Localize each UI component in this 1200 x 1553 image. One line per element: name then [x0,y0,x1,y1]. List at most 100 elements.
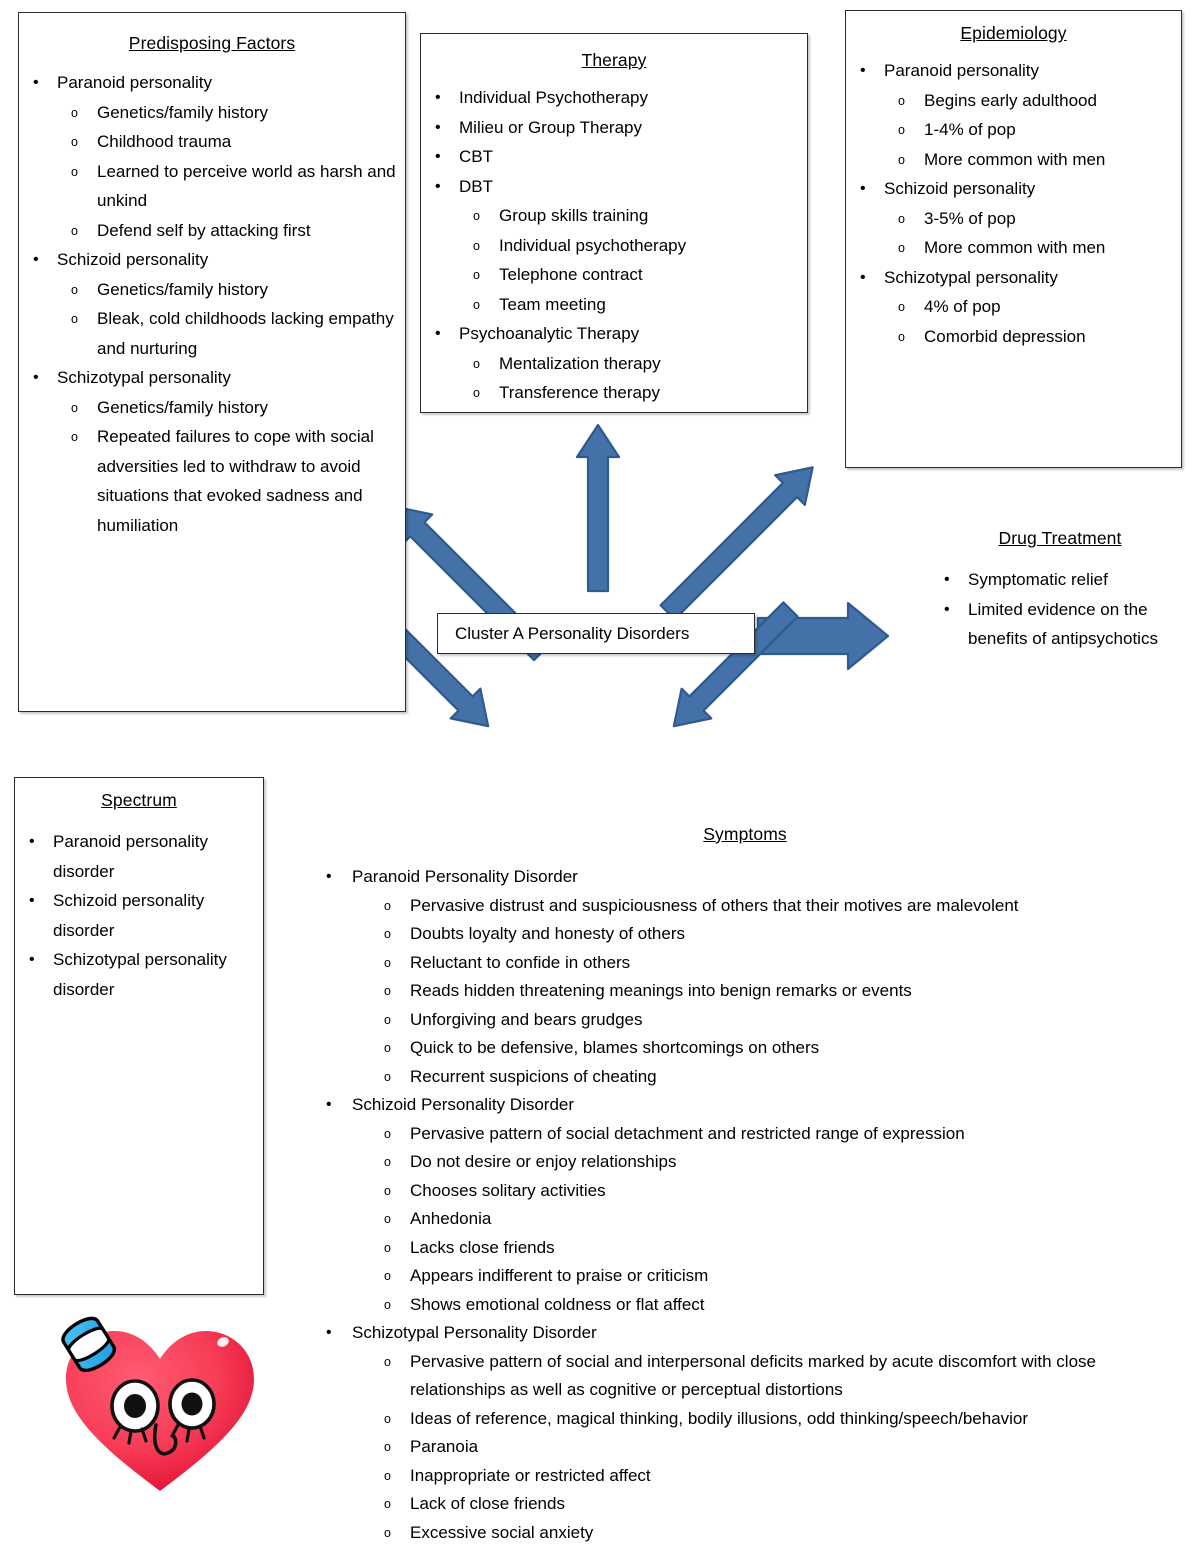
list-item-label: CBT [459,147,493,166]
sub-list-item: Team meeting [421,290,807,320]
sub-list: Pervasive pattern of social detachment a… [300,1120,1190,1320]
sub-list-item: Begins early adulthood [846,86,1181,116]
sub-list: Pervasive distrust and suspiciousness of… [300,892,1190,1092]
sub-list-item: Bleak, cold childhoods lacking empathy a… [19,304,405,363]
symptoms-panel: Symptoms Paranoid Personality DisorderPe… [300,824,1190,1547]
list-item-label: Schizotypal personality [57,368,231,387]
epidemiology-box: Epidemiology Paranoid personalityBegins … [845,10,1182,468]
center-node-box[interactable]: Cluster A Personality Disorders [437,613,755,654]
sub-list-item: More common with men [846,233,1181,263]
sub-list-item: Comorbid depression [846,322,1181,352]
sub-list-item: Reluctant to confide in others [300,949,1190,978]
sub-list-item: Learned to perceive world as harsh and u… [19,157,405,216]
heart-smile-icon [152,1423,178,1456]
drug-treatment-panel: Drug Treatment Symptomatic reliefLimited… [930,528,1190,654]
sub-list-item: Repeated failures to cope with social ad… [19,422,405,540]
list-item: Schizoid personality disorder [15,886,255,945]
sub-list-item: Quick to be defensive, blames shortcomin… [300,1034,1190,1063]
list-item: Individual Psychotherapy [421,83,807,113]
sub-list-item: Shows emotional coldness or flat affect [300,1291,1190,1320]
spectrum-title: Spectrum [101,790,177,810]
list-item-label: Paranoid personality [57,73,212,92]
list-item-label: Milieu or Group Therapy [459,117,642,137]
sub-list-item: Reads hidden threatening meanings into b… [300,977,1190,1006]
sub-list: Genetics/family historyBleak, cold child… [19,275,405,364]
list-item-label: Schizotypal personality [884,267,1058,287]
list-item-label: Psychoanalytic Therapy [459,324,640,343]
list-item: Schizoid Personality Disorder [300,1091,1190,1120]
sub-list: Genetics/family historyChildhood traumaL… [19,98,405,246]
sub-list-item: Unforgiving and bears grudges [300,1006,1190,1035]
list-item: Schizotypal personality disorder [15,945,255,1004]
sub-list: Genetics/family historyRepeated failures… [19,393,405,541]
sub-list-item: Chooses solitary activities [300,1177,1190,1206]
therapy-list: Individual PsychotherapyMilieu or Group … [421,83,807,408]
list-item: Limited evidence on the benefits of anti… [930,595,1190,654]
sub-list-item: 3-5% of pop [846,204,1181,234]
predisposing-factors-title: Predisposing Factors [128,33,296,53]
list-item-label: Schizotypal personality disorder [53,950,227,999]
sub-list-item: More common with men [846,145,1181,175]
list-item: CBT [421,142,807,172]
sub-list: 3-5% of popMore common with men [846,204,1181,263]
list-item-label: DBT [459,176,493,196]
list-item: Paranoid personality [19,68,405,98]
arrow-downleft-to-spectrum [363,601,542,820]
sub-list-item: Pervasive distrust and suspiciousness of… [300,892,1190,921]
sub-list: Begins early adulthood1-4% of popMore co… [846,86,1181,175]
sub-list-item: Excessive social anxiety [300,1519,1190,1548]
spectrum-box: Spectrum Paranoid personality disorderSc… [14,777,264,1295]
sub-list-item: Paranoia [300,1433,1190,1462]
center-node-label: Cluster A Personality Disorders [455,623,690,643]
sub-list-item: Doubts loyalty and honesty of others [300,920,1190,949]
list-item-label: Schizoid personality disorder [53,891,205,940]
sub-list-item: 1-4% of pop [846,115,1181,145]
sub-list-item: Lack of close friends [300,1490,1190,1519]
blue-cap-icon [61,1316,116,1372]
sub-list: Pervasive pattern of social and interper… [300,1348,1190,1548]
list-item: Schizotypal personality [19,363,405,393]
heart-highlight-icon [217,1337,229,1347]
list-item-label: Paranoid personality [884,61,1039,80]
therapy-box: Therapy Individual PsychotherapyMilieu o… [420,33,808,413]
sub-list-item: Group skills training [421,201,807,231]
drug-treatment-list: Symptomatic reliefLimited evidence on th… [930,565,1190,654]
sub-list-item: Anhedonia [300,1205,1190,1234]
sub-list-item: Ideas of reference, magical thinking, bo… [300,1405,1190,1434]
spectrum-list: Paranoid personality disorderSchizoid pe… [15,827,263,1004]
sub-list-item: Inappropriate or restricted affect [300,1462,1190,1491]
sub-list-item: Defend self by attacking first [19,216,405,246]
list-item-label: Schizoid Personality Disorder [352,1095,575,1114]
list-item: Paranoid personality [846,56,1181,86]
sub-list-item: Childhood trauma [19,127,405,157]
sub-list-item: Transference therapy [421,378,807,408]
predisposing-factors-list: Paranoid personalityGenetics/family hist… [19,68,405,540]
sub-list-item: Recurrent suspicions of cheating [300,1063,1190,1092]
list-item: Schizotypal Personality Disorder [300,1319,1190,1348]
heart-body-icon [66,1331,254,1491]
sub-list-item: Do not desire or enjoy relationships [300,1148,1190,1177]
sub-list-item: Telephone contract [421,260,807,290]
sub-list-item: Genetics/family history [19,98,405,128]
sub-list-item: Mentalization therapy [421,349,807,379]
list-item: Milieu or Group Therapy [421,113,807,143]
sub-list-item: 4% of pop [846,292,1181,322]
list-item: Schizoid personality [846,174,1181,204]
list-item-label: Paranoid personality disorder [53,832,208,881]
sub-list: Mentalization therapyTransference therap… [421,349,807,408]
predisposing-factors-box: Predisposing Factors Paranoid personalit… [18,12,406,712]
therapy-title: Therapy [581,50,647,70]
list-item: Paranoid personality disorder [15,827,255,886]
heart-eyes-icon [110,1378,216,1445]
sub-list-item: Genetics/family history [19,393,405,423]
list-item-label: Paranoid Personality Disorder [352,867,578,886]
drug-treatment-title: Drug Treatment [998,528,1122,548]
list-item-label: Schizoid personality [884,179,1036,198]
sub-list-item: Lacks close friends [300,1234,1190,1263]
list-item: Paranoid Personality Disorder [300,863,1190,892]
list-item: Schizotypal personality [846,263,1181,293]
list-item: Schizoid personality [19,245,405,275]
sub-list-item: Appears indifferent to praise or critici… [300,1262,1190,1291]
arrow-downright-to-symptoms [640,601,800,820]
list-item: Psychoanalytic Therapy [421,319,807,349]
